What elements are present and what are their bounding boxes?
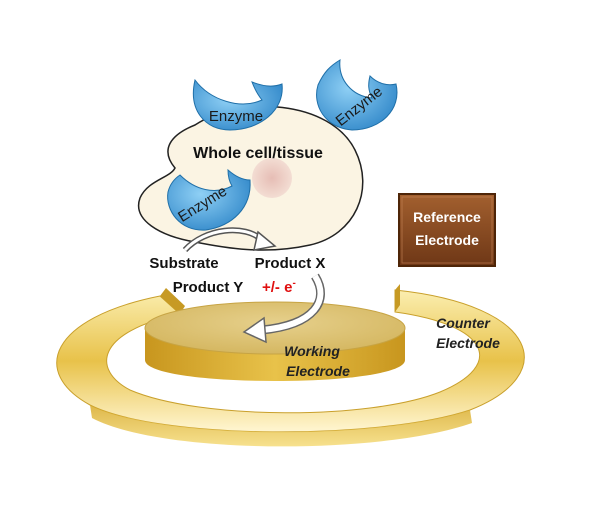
counter-electrode-ring xyxy=(56,284,525,447)
nucleus xyxy=(252,158,292,198)
counter-label-line2: Electrode xyxy=(436,335,500,351)
enzyme-inside-cell xyxy=(167,168,251,231)
counter-label-line1: Counter xyxy=(436,315,491,331)
reference-label-line1: Reference xyxy=(413,209,481,225)
enzyme-label-top-left: Enzyme xyxy=(209,108,263,125)
product-x-label: Product X xyxy=(255,255,326,272)
reference-electrode xyxy=(398,193,496,267)
whole-cell xyxy=(137,105,364,251)
cell-label: Whole cell/tissue xyxy=(193,145,323,162)
substrate-label: Substrate xyxy=(149,255,218,272)
working-label-line1: Working xyxy=(284,343,340,359)
product-y-label: Product Y xyxy=(173,279,244,296)
conversion-arrow xyxy=(182,227,277,253)
reference-label-line2: Electrode xyxy=(415,232,479,248)
working-label-line2: Electrode xyxy=(286,363,350,379)
enzyme-top-left xyxy=(193,78,283,131)
enzyme-top-right xyxy=(316,59,398,131)
electron-transfer-arrow xyxy=(242,273,325,344)
working-electrode xyxy=(144,301,406,381)
electron-label: +/- e- xyxy=(262,278,296,296)
